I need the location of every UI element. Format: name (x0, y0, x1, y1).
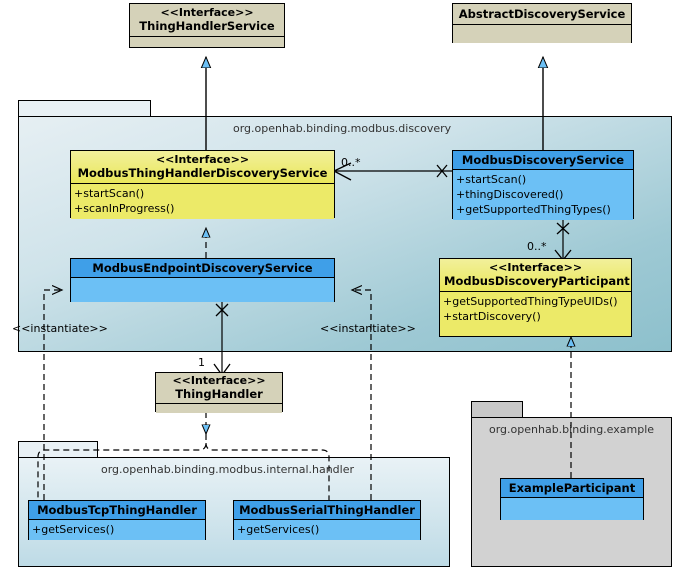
package-tab-discovery (18, 100, 151, 117)
class-operations (453, 25, 631, 43)
class-operations: +startScan() +thingDiscovered() +getSupp… (453, 170, 633, 220)
package-tab-internal-handler (18, 441, 98, 458)
class-operation: +startScan() (74, 187, 145, 200)
class-operation: +getServices() (32, 523, 115, 536)
class-operation: +scanInProgress() (74, 202, 175, 215)
class-stereotype: <<Interface>> (172, 374, 266, 387)
label-instantiate-right: <<instantiate>> (320, 322, 416, 335)
package-internal-handler-label: org.openhab.binding.modbus.internal.hand… (101, 463, 355, 476)
class-operation: +getSupportedThingTypeUIDs() (443, 295, 618, 308)
class-name: ModbusSerialThingHandler (239, 503, 415, 517)
class-abstract-discovery-service[interactable]: AbstractDiscoveryService (452, 3, 632, 43)
class-operations (71, 278, 334, 302)
class-modbus-thing-handler-discovery-service[interactable]: <<Interface>> ModbusThingHandlerDiscover… (70, 150, 335, 219)
label-multiplicity-one: 1 (198, 356, 205, 369)
class-header: <<Interface>> ModbusDiscoveryParticipant (440, 259, 631, 292)
class-operation: +startScan() (456, 173, 527, 186)
label-instantiate-left: <<instantiate>> (12, 322, 108, 335)
class-name: ModbusDiscoveryParticipant (444, 274, 630, 288)
class-thing-handler[interactable]: <<Interface>> ThingHandler (155, 372, 283, 413)
package-tab-example (471, 401, 523, 418)
class-name: ModbusThingHandlerDiscoveryService (77, 166, 328, 180)
class-name: ThingHandler (175, 387, 263, 401)
class-operations (501, 498, 643, 520)
class-name: ExampleParticipant (508, 481, 636, 495)
class-header: ModbusSerialThingHandler (234, 501, 420, 520)
class-modbus-endpoint-discovery-service[interactable]: ModbusEndpointDiscoveryService (70, 258, 335, 302)
class-header: <<Interface>> ThingHandlerService (130, 4, 284, 37)
class-stereotype: <<Interface>> (155, 153, 250, 166)
class-operations: +getSupportedThingTypeUIDs() +startDisco… (440, 292, 631, 327)
class-example-participant[interactable]: ExampleParticipant (500, 478, 644, 520)
label-multiplicity-0-star-right: 0..* (527, 240, 547, 253)
class-name: ThingHandlerService (139, 19, 275, 33)
package-example-label: org.openhab.binding.example (489, 423, 655, 436)
label-multiplicity-0-star-left: 0..* (341, 156, 361, 169)
class-operation: +thingDiscovered() (456, 188, 564, 201)
class-operations: +getServices() (234, 520, 420, 540)
class-header: <<Interface>> ModbusThingHandlerDiscover… (71, 151, 334, 184)
class-header: <<Interface>> ThingHandler (156, 373, 282, 404)
class-modbus-discovery-participant[interactable]: <<Interface>> ModbusDiscoveryParticipant… (439, 258, 632, 337)
class-header: ModbusTcpThingHandler (29, 501, 205, 520)
class-header: ModbusEndpointDiscoveryService (71, 259, 334, 278)
class-operations (130, 37, 284, 47)
class-thing-handler-service[interactable]: <<Interface>> ThingHandlerService (129, 3, 285, 48)
class-name: ModbusEndpointDiscoveryService (92, 261, 313, 275)
class-modbus-discovery-service[interactable]: ModbusDiscoveryService +startScan() +thi… (452, 150, 634, 220)
class-modbus-serial-thing-handler[interactable]: ModbusSerialThingHandler +getServices() (233, 500, 421, 540)
class-operation: +getSupportedThingTypes() (456, 203, 611, 216)
class-name: ModbusTcpThingHandler (37, 503, 197, 517)
class-operations: +getServices() (29, 520, 205, 540)
class-header: ModbusDiscoveryService (453, 151, 633, 170)
class-name: AbstractDiscoveryService (458, 7, 626, 21)
class-stereotype: <<Interface>> (488, 261, 583, 274)
class-header: AbstractDiscoveryService (453, 4, 631, 25)
class-stereotype: <<Interface>> (160, 6, 254, 19)
class-operation: +startDiscovery() (443, 310, 541, 323)
class-operations (156, 404, 282, 413)
class-name: ModbusDiscoveryService (461, 153, 625, 167)
package-discovery-label: org.openhab.binding.modbus.discovery (233, 122, 452, 135)
class-operation: +getServices() (237, 523, 320, 536)
class-header: ExampleParticipant (501, 479, 643, 498)
class-operations: +startScan() +scanInProgress() (71, 184, 334, 219)
class-modbus-tcp-thing-handler[interactable]: ModbusTcpThingHandler +getServices() (28, 500, 206, 540)
